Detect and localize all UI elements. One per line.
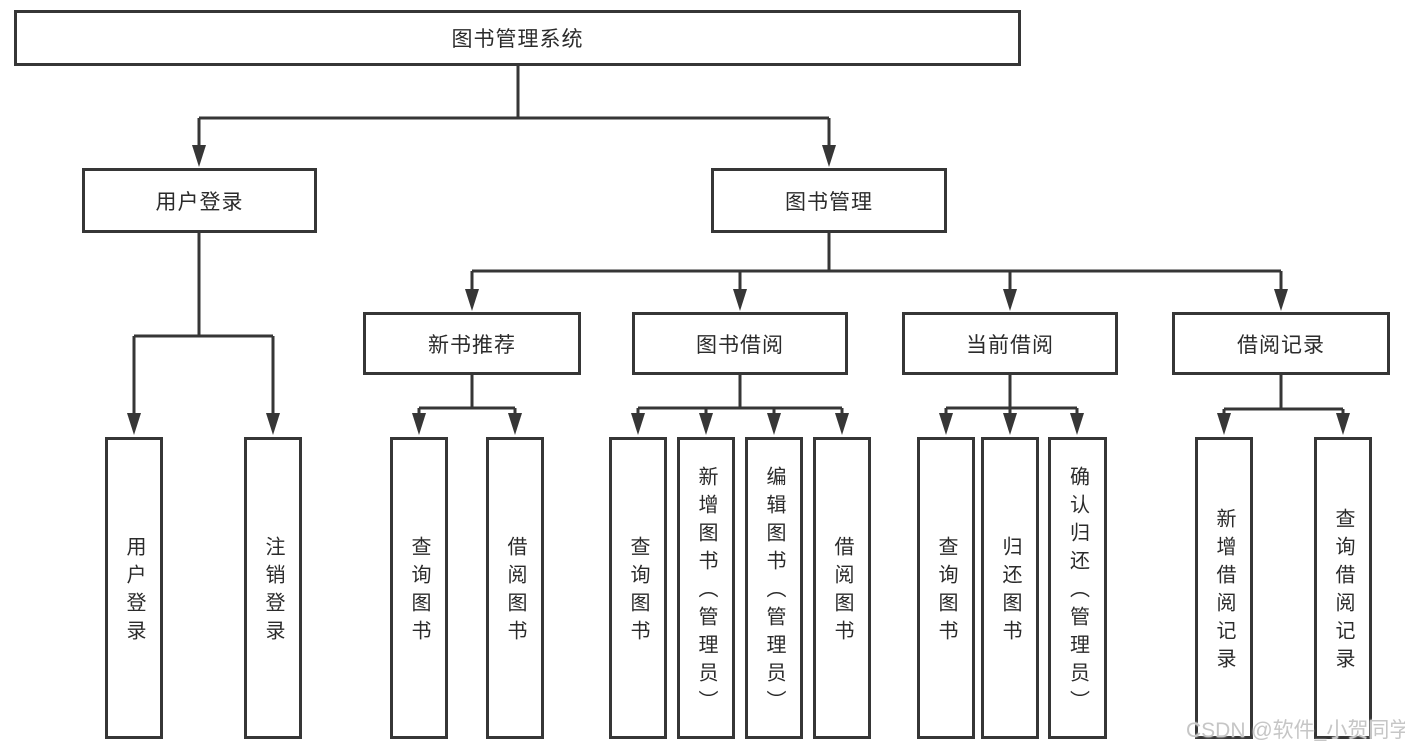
leaf-return-books: 归还图书 <box>981 437 1039 739</box>
node-borrowing-records: 借阅记录 <box>1172 312 1390 375</box>
csdn-watermark: CSDN @软件_小贺同学 <box>1186 719 1405 742</box>
leaf-label: 查询借阅记录 <box>1332 508 1354 676</box>
leaf-current-query-books: 查询图书 <box>917 437 975 739</box>
connector-new-book-rec-to-leaves <box>412 375 522 435</box>
node-user-login: 用户登录 <box>82 168 317 233</box>
node-label: 新书推荐 <box>428 333 516 357</box>
leaf-label: 查询图书 <box>627 536 649 648</box>
leaf-label: 借阅图书 <box>504 536 526 648</box>
node-current-borrowing: 当前借阅 <box>902 312 1118 375</box>
leaf-edit-books-admin: 编辑图书（管理员） <box>745 437 803 739</box>
connector-user-login-to-leaves <box>127 233 280 435</box>
node-book-management: 图书管理 <box>711 168 947 233</box>
node-label: 图书管理系统 <box>451 28 584 51</box>
leaf-label: 编辑图书（管理员） <box>763 466 785 718</box>
node-label: 当前借阅 <box>966 333 1054 357</box>
leaf-borrow-books: 借阅图书 <box>813 437 871 739</box>
leaf-rec-query-books: 查询图书 <box>390 437 448 739</box>
connector-current-borrow-to-leaves <box>939 375 1084 435</box>
leaf-add-books-admin: 新增图书（管理员） <box>677 437 735 739</box>
leaf-query-borrow-record: 查询借阅记录 <box>1314 437 1372 739</box>
leaf-logout: 注销登录 <box>244 437 302 739</box>
node-label: 用户登录 <box>155 190 244 214</box>
node-label: 图书借阅 <box>696 333 784 357</box>
leaf-borrow-query-books: 查询图书 <box>609 437 667 739</box>
node-book-borrowing: 图书借阅 <box>632 312 848 375</box>
node-new-book-recommendation: 新书推荐 <box>363 312 581 375</box>
node-label: 借阅记录 <box>1237 333 1325 357</box>
leaf-label: 新增图书（管理员） <box>695 466 717 718</box>
connector-borrow-records-to-leaves <box>1217 375 1350 435</box>
leaf-label: 查询图书 <box>408 536 430 648</box>
leaf-add-borrow-record: 新增借阅记录 <box>1195 437 1253 739</box>
leaf-label: 确认归还（管理员） <box>1066 466 1089 718</box>
leaf-confirm-return-admin: 确认归还（管理员） <box>1048 437 1107 739</box>
node-library-management-system: 图书管理系统 <box>14 10 1021 66</box>
leaf-user-login: 用户登录 <box>105 437 163 739</box>
connector-root-to-level2 <box>192 66 836 167</box>
connector-book-management-to-level3 <box>465 233 1288 311</box>
leaf-label: 注销登录 <box>262 536 284 648</box>
leaf-rec-borrow-books: 借阅图书 <box>486 437 544 739</box>
connector-book-borrow-to-leaves <box>631 375 849 435</box>
leaf-label: 归还图书 <box>999 536 1021 648</box>
leaf-label: 用户登录 <box>123 536 145 648</box>
leaf-label: 新增借阅记录 <box>1213 508 1235 676</box>
node-label: 图书管理 <box>785 190 873 214</box>
leaf-label: 借阅图书 <box>831 536 853 648</box>
leaf-label: 查询图书 <box>935 536 957 648</box>
